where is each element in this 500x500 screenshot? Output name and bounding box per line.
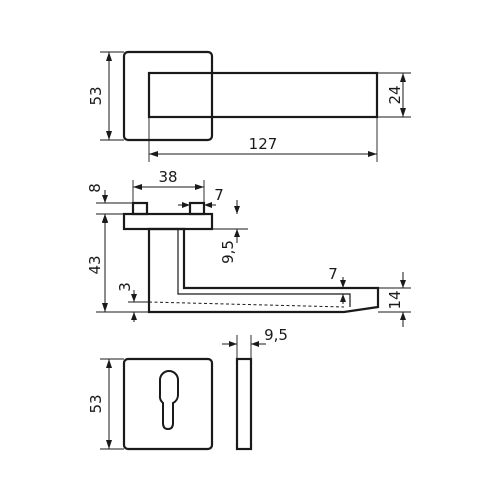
lever-thickness-arrow-top — [340, 280, 346, 288]
top-lever-body — [147, 71, 379, 119]
top-view: 53 24 127 — [87, 50, 411, 162]
bottom-thickness-label: 9,5 — [264, 326, 288, 344]
lever-end-arrow-bottom — [400, 312, 406, 320]
lever-length-arrow-left — [149, 151, 158, 157]
top-rose-plate — [122, 50, 214, 142]
bottom-rose-side — [235, 357, 253, 451]
bottom-view: 53 9,5 — [87, 326, 288, 451]
gap-arrow-bottom — [131, 312, 137, 320]
side-width-label: 38 — [158, 168, 177, 186]
side-height-arrow-bottom — [102, 303, 108, 312]
side-width-arrow-left — [133, 184, 142, 190]
side-pin-left — [131, 201, 149, 216]
lever-end-arrow-top — [400, 280, 406, 288]
side-hidden-line — [148, 301, 345, 308]
top-rose-height-label: 53 — [87, 86, 105, 105]
keyhole-cutout — [158, 370, 179, 431]
side-pin-right — [188, 201, 206, 216]
pin-width-arrow-left — [182, 202, 190, 208]
top-rose-height-arrow-top — [106, 52, 112, 61]
rose-thickness-arrow-top — [102, 195, 108, 203]
bottom-height-label: 53 — [87, 394, 105, 413]
bottom-rose-plate — [122, 357, 214, 451]
bottom-height-arrow-bottom — [106, 440, 112, 449]
lever-length-label: 127 — [249, 135, 278, 153]
top-rose-height-arrow-bottom — [106, 131, 112, 140]
gap-arrow-top — [131, 294, 137, 302]
lever-length-arrow-right — [368, 151, 377, 157]
bottom-thickness-arrow-left — [229, 341, 237, 347]
neck-offset-arrow-top — [234, 206, 240, 214]
lever-thickness-label: 7 — [328, 265, 338, 283]
bottom-thickness-arrow-right — [251, 341, 259, 347]
neck-offset-label: 9,5 — [219, 240, 237, 264]
gap-label: 3 — [116, 282, 134, 292]
lever-height-arrow-top — [400, 73, 406, 82]
lever-thickness-arrow-bottom — [340, 294, 346, 302]
side-height-arrow-top — [102, 214, 108, 223]
rose-thickness-label: 8 — [86, 183, 104, 193]
pin-width-label: 7 — [214, 186, 224, 204]
lever-height-arrow-bottom — [400, 108, 406, 117]
side-handle-body — [147, 227, 380, 314]
lever-end-label: 14 — [386, 290, 404, 309]
lever-height-label: 24 — [386, 85, 404, 104]
bottom-height-arrow-top — [106, 359, 112, 368]
side-view: 38 7 8 43 9,5 7 — [86, 168, 411, 327]
side-handle-inner-profile — [177, 229, 351, 307]
pin-width-arrow-right — [204, 202, 212, 208]
neck-offset-arrow-bottom — [234, 229, 240, 237]
side-height-label: 43 — [86, 255, 104, 274]
side-rose-plate — [122, 212, 214, 231]
side-width-arrow-right — [195, 184, 204, 190]
